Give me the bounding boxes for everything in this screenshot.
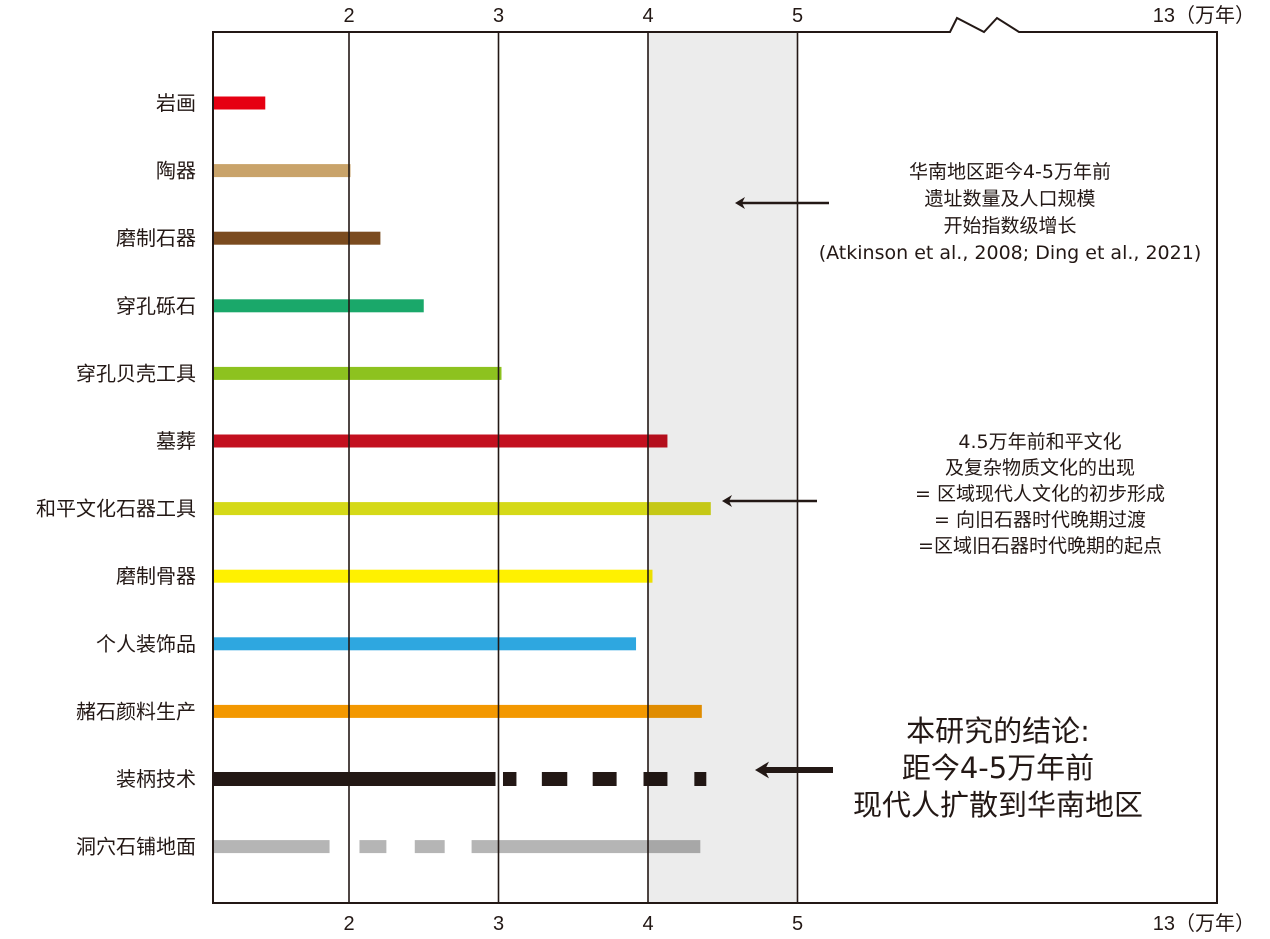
top-tick-label: 2 [343,5,354,27]
bottom-tick-label: 5 [792,913,803,935]
bar-segment [212,434,668,448]
annotation-text: 距今4-5万年前 [902,751,1094,785]
bottom-tick-label: 2 [343,913,354,935]
bar-segment [212,840,330,854]
bottom-tick-label: 3 [493,913,504,935]
bar-segment [541,772,568,786]
bar-segment [643,772,668,786]
bar-segment [471,840,701,854]
annotation-text: 本研究的结论: [906,714,1090,748]
bar-segment [212,704,702,718]
category-label: 岩画 [156,91,196,115]
annotation-text: 遗址数量及人口规模 [924,188,1095,210]
top-tick-label: 4 [642,5,653,27]
annotation-text: =区域旧石器时代晚期的起点 [918,535,1162,557]
bar-segment [212,569,653,583]
category-label: 陶器 [156,159,196,183]
annotation-text: 4.5万年前和平文化 [958,431,1121,453]
annotation-text: = 向旧石器时代晚期过渡 [934,509,1146,531]
category-label: 赭石颜料生产 [76,699,196,723]
bottom-end-tick-label: 13（万年） [1153,912,1255,935]
bar-segment [212,164,351,178]
top-end-tick-label: 13（万年） [1153,4,1255,27]
bar-segment [502,772,517,786]
arrow-head-icon [735,197,745,209]
bar-segment [212,366,502,380]
bar-segment [212,96,266,110]
top-tick-label: 5 [792,5,803,27]
annotation-text: (Atkinson et al., 2008; Ding et al., 202… [819,242,1202,264]
bar-segment [212,231,381,245]
category-label: 墓葬 [156,429,196,453]
plot-frame [212,16,1218,904]
category-label: 洞穴石铺地面 [76,835,196,859]
category-label: 个人装饰品 [96,632,196,656]
bar-segment [592,772,617,786]
shaded-range [648,32,798,903]
category-label: 磨制石器 [116,226,196,250]
bar-segment [212,502,711,516]
bar-segment [212,637,637,651]
bottom-tick-label: 4 [642,913,653,935]
category-label: 装柄技术 [116,767,196,791]
arrow-head-icon [722,495,732,507]
bar-segment [694,772,707,786]
bar-segment [359,840,387,854]
annotation-text: 及复杂物质文化的出现 [945,457,1135,479]
bar-segment [212,772,496,786]
annotation-text: 开始指数级增长 [943,215,1076,237]
top-tick-label: 3 [493,5,504,27]
bar-segment [212,299,424,313]
category-label: 磨制骨器 [116,564,196,588]
annotation-text: 现代人扩散到华南地区 [853,788,1143,822]
category-label: 穿孔砾石 [116,294,196,318]
annotation-text: = 区域现代人文化的初步形成 [915,483,1165,505]
annotation-text: 华南地区距今4-5万年前 [909,161,1111,183]
category-label: 和平文化石器工具 [36,497,196,521]
category-label: 穿孔贝壳工具 [76,361,196,385]
bar-segment [414,840,445,854]
arrow-head-icon [755,761,769,779]
